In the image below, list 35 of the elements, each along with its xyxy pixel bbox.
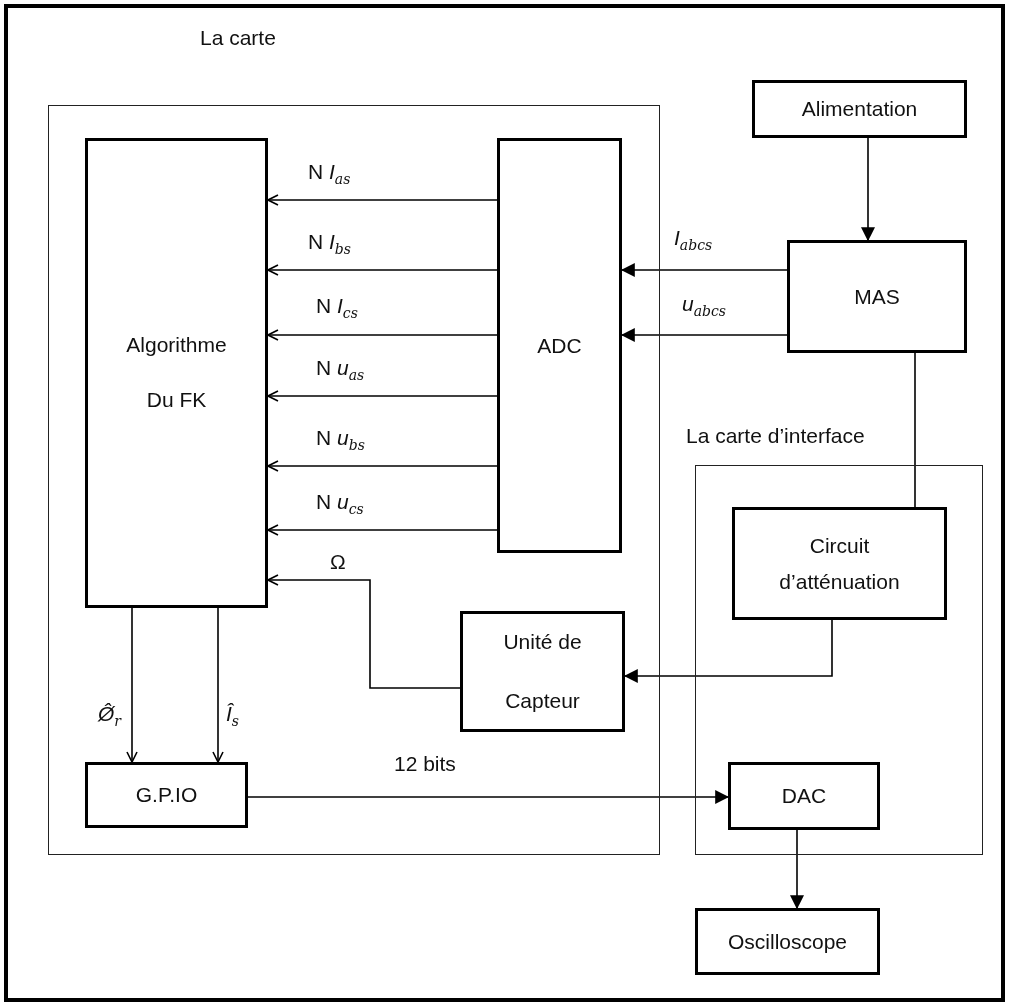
arrow xyxy=(267,329,498,341)
process-box xyxy=(732,507,947,620)
box-label: Circuit d’atténuation xyxy=(778,532,901,595)
box-label: Algorithme Du FK xyxy=(125,332,228,413)
process-box xyxy=(85,762,248,828)
box-label: MAS xyxy=(854,283,900,310)
process-box xyxy=(752,80,967,138)
process-box xyxy=(695,908,880,975)
process-box xyxy=(728,762,880,830)
board-heading: La carte xyxy=(200,26,276,50)
arrow xyxy=(267,574,461,689)
box-label: ADC xyxy=(537,332,582,359)
process-box xyxy=(787,240,967,353)
arrow xyxy=(247,790,730,804)
arrow xyxy=(126,607,138,763)
box-label: Unité de Capteur xyxy=(502,628,583,714)
arrow xyxy=(267,194,498,206)
arrow xyxy=(267,264,498,276)
process-box xyxy=(85,138,268,608)
arrow xyxy=(790,829,804,910)
arrow xyxy=(620,263,788,277)
arrow xyxy=(267,460,498,472)
box-label: Oscilloscope xyxy=(727,928,848,955)
arrow xyxy=(212,607,224,763)
arrow xyxy=(861,137,875,242)
process-box xyxy=(460,611,625,732)
box-label: DAC xyxy=(781,783,827,809)
box-label: G.P.IO xyxy=(135,782,198,808)
arrow xyxy=(623,619,833,683)
board-heading: La carte d’interface xyxy=(686,424,865,448)
arrow xyxy=(620,328,788,342)
box-label: Alimentation xyxy=(801,96,918,122)
arrow xyxy=(267,390,498,402)
process-box xyxy=(497,138,622,553)
arrow xyxy=(267,524,498,536)
